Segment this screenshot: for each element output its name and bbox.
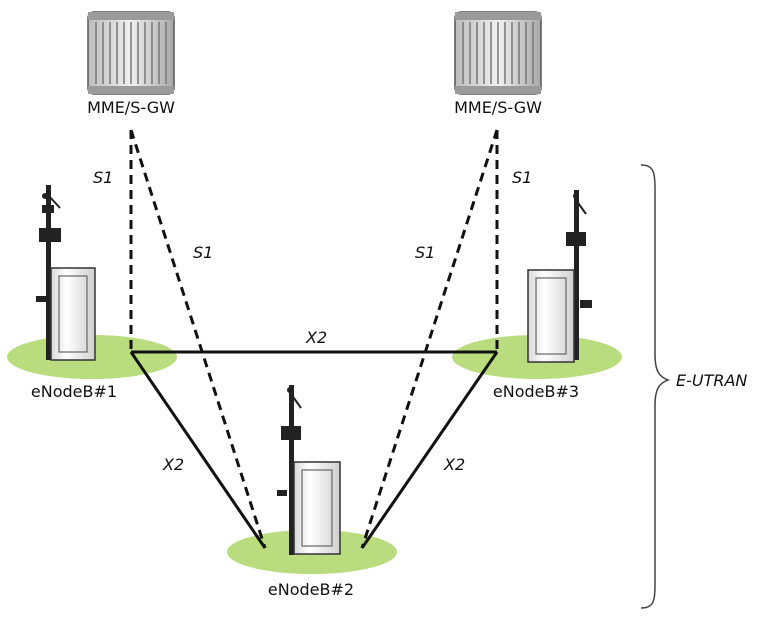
enodeb3-tower-icon (527, 190, 592, 363)
enodeb2-tower-icon (277, 385, 341, 555)
e-utran-brace (640, 164, 671, 609)
s1-links (129, 129, 499, 549)
s1-link-gw1-enb2 (129, 129, 267, 549)
s1-label-gw1-enb1: S1 (93, 168, 113, 187)
gateway1-label: MME/S-GW (87, 98, 175, 117)
x2-link-enb1-enb2 (129, 351, 267, 549)
s1-link-gw2-enb2 (360, 129, 499, 549)
x2-links (129, 350, 499, 549)
enodeb3-label: eNodeB#3 (493, 382, 579, 401)
s1-label-gw2-enb2: S1 (415, 243, 435, 262)
x2-label-enb1-enb3: X2 (305, 328, 327, 347)
gateway2-server-icon (454, 11, 542, 95)
e-utran-label: E-UTRAN (676, 371, 747, 390)
gateway1-server-icon (87, 11, 175, 95)
x2-label-enb1-enb2: X2 (162, 455, 184, 474)
enodeb1-label: eNodeB#1 (31, 382, 117, 401)
enodeb2-label: eNodeB#2 (268, 580, 354, 599)
gateway2-label: MME/S-GW (454, 98, 542, 117)
s1-label-gw2-enb3: S1 (512, 168, 532, 187)
s1-label-gw1-enb2: S1 (193, 243, 213, 262)
x2-label-enb3-enb2: X2 (443, 455, 465, 474)
enodeb1-tower-icon (36, 185, 96, 361)
x2-link-enb3-enb2 (360, 351, 499, 549)
